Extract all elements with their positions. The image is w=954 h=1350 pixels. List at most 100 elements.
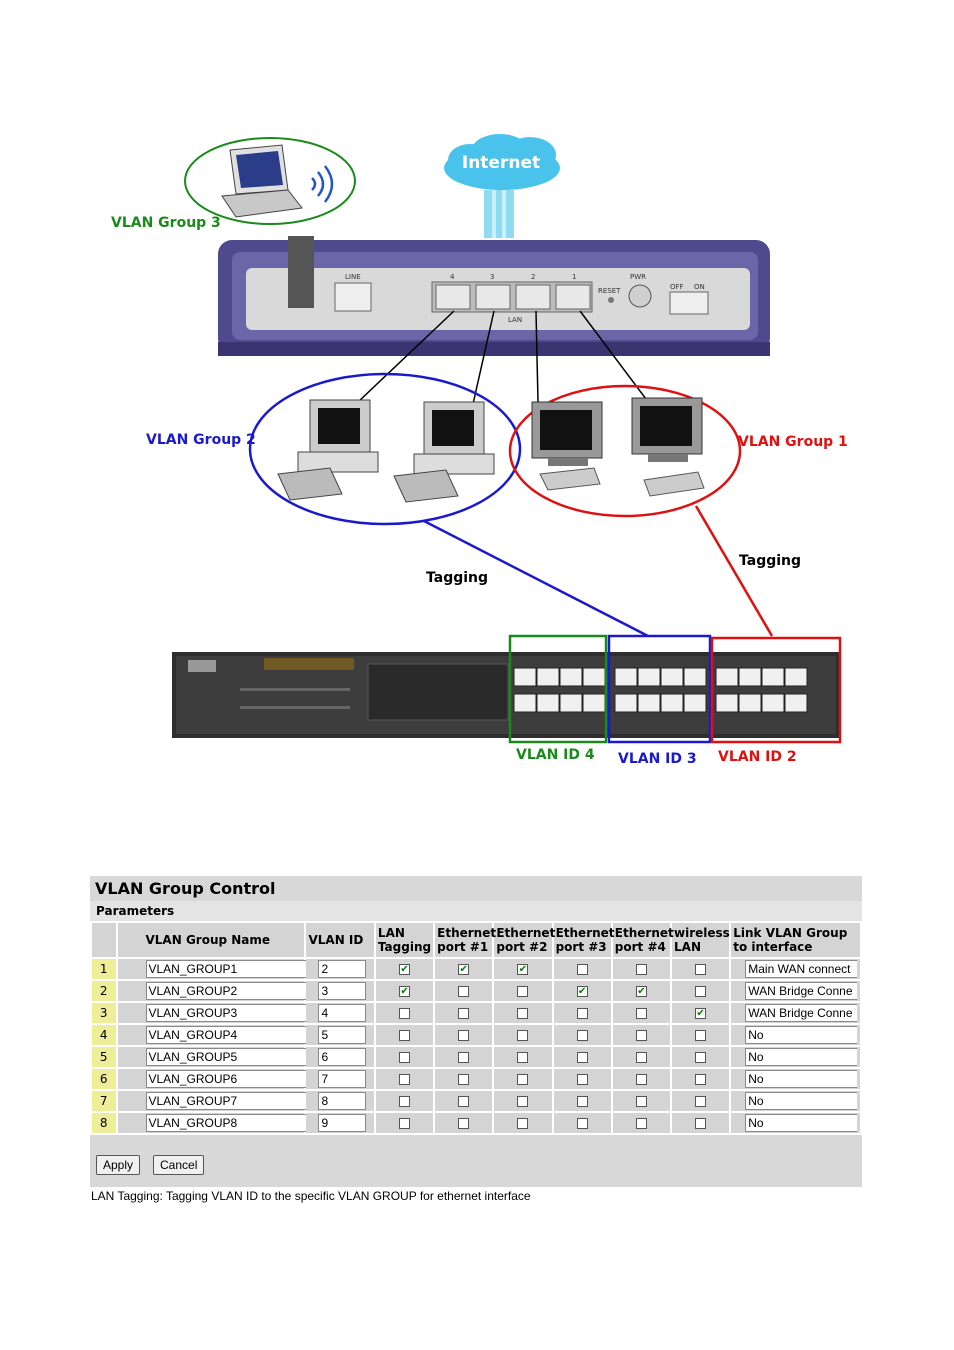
checkbox-cell: ✔ [672,1003,730,1023]
link-interface-select[interactable]: No [745,1092,858,1110]
eth1-checkbox[interactable] [458,1095,470,1107]
wireless-lan-checkbox[interactable] [695,1029,707,1041]
link-interface-cell: Main WAN connect [731,959,860,979]
pc-icon-2 [393,401,495,503]
lan-tagging-checkbox[interactable] [399,1095,411,1107]
eth1-checkbox[interactable] [458,1117,470,1129]
checkbox-cell [553,959,611,979]
antenna [288,236,314,308]
lan-tagging-checkbox[interactable] [399,1073,411,1085]
eth3-checkbox[interactable] [576,963,588,975]
apply-button[interactable]: Apply [96,1155,141,1175]
lan-tagging-checkbox[interactable] [399,1007,411,1019]
checkbox-cell [435,1113,493,1133]
link-interface-select[interactable]: No [745,1114,858,1132]
eth4-checkbox[interactable] [635,1073,647,1085]
wireless-lan-checkbox[interactable]: ✔ [695,1007,707,1019]
checkbox-cell [494,1047,552,1067]
wireless-lan-checkbox[interactable] [695,1117,707,1129]
eth2-checkbox[interactable] [517,1117,529,1129]
eth2-checkbox[interactable] [517,1029,529,1041]
eth2-checkbox[interactable] [517,1095,529,1107]
eth1-checkbox[interactable] [458,1029,470,1041]
wireless-lan-checkbox[interactable] [695,1051,707,1063]
vlan-id-input[interactable]: 7 [318,1070,367,1088]
vlan-group-control-panel: VLAN Group Control Parameters VLAN Group… [90,876,862,1203]
row-index: 3 [92,1003,116,1023]
link-interface-select[interactable]: WAN Bridge Conne [745,982,858,1000]
link-interface-select[interactable]: No [745,1070,858,1088]
eth2-checkbox[interactable] [517,1051,529,1063]
group-name-input[interactable]: VLAN_GROUP5 [145,1048,313,1066]
vlan-id4-label: VLAN ID 4 [516,747,595,763]
ethernet-switch [172,652,840,738]
eth1-checkbox[interactable] [458,1051,470,1063]
eth2-checkbox[interactable] [517,1007,529,1019]
cancel-button[interactable]: Cancel [153,1155,205,1175]
vlan-id-input[interactable]: 2 [318,960,367,978]
group-name-input[interactable]: VLAN_GROUP3 [145,1004,313,1022]
tagging-line-blue [423,519,649,638]
eth2-checkbox[interactable] [517,985,529,997]
vlan-id-input[interactable]: 6 [318,1048,367,1066]
eth3-checkbox[interactable] [576,1007,588,1019]
eth3-checkbox[interactable] [576,1051,588,1063]
group-name-input[interactable]: VLAN_GROUP8 [145,1114,313,1132]
wireless-lan-checkbox[interactable] [695,985,707,997]
tagging-label-right: Tagging [739,553,801,569]
link-interface-select[interactable]: No [745,1048,858,1066]
eth1-checkbox[interactable] [458,1007,470,1019]
eth3-checkbox[interactable] [576,1095,588,1107]
eth4-checkbox[interactable] [635,963,647,975]
group-name-cell: VLAN_GROUP5 [117,1047,313,1067]
eth3-checkbox[interactable] [576,1029,588,1041]
row-index: 4 [92,1025,116,1045]
vlan-id-input[interactable]: 5 [318,1026,367,1044]
link-interface-cell: No [731,1069,860,1089]
lan-tagging-checkbox[interactable]: ✔ [399,963,411,975]
group-name-input[interactable]: VLAN_GROUP7 [145,1092,313,1110]
vlan-id-input[interactable]: 4 [318,1004,367,1022]
link-interface-select[interactable]: No [745,1026,858,1044]
group-name-input[interactable]: VLAN_GROUP1 [145,960,313,978]
link-interface-select[interactable]: WAN Bridge Conne [745,1004,858,1022]
group-name-cell: VLAN_GROUP6 [117,1069,313,1089]
group-name-input[interactable]: VLAN_GROUP4 [145,1026,313,1044]
group-name-input[interactable]: VLAN_GROUP2 [145,982,313,1000]
eth3-checkbox[interactable]: ✔ [576,985,588,997]
eth4-checkbox[interactable] [635,1007,647,1019]
lan-tagging-checkbox[interactable] [399,1029,411,1041]
port3-label: 3 [490,273,494,281]
eth4-checkbox[interactable] [635,1051,647,1063]
lan-tagging-checkbox[interactable] [399,1117,411,1129]
vlan-id-input[interactable]: 8 [318,1092,367,1110]
eth1-checkbox[interactable]: ✔ [458,963,470,975]
vlan-id-input[interactable]: 3 [318,982,367,1000]
eth3-checkbox[interactable] [576,1073,588,1085]
wireless-lan-checkbox[interactable] [695,1095,707,1107]
off-label: OFF [670,283,684,291]
wireless-lan-checkbox[interactable] [695,1073,707,1085]
header-eth1: Ethernet port #1 [435,923,496,957]
lan-tagging-checkbox[interactable] [399,1051,411,1063]
group-name-input[interactable]: VLAN_GROUP6 [145,1070,313,1088]
link-interface-select[interactable]: Main WAN connect [745,960,858,978]
eth4-checkbox[interactable]: ✔ [635,985,647,997]
vlan-id-input[interactable]: 9 [318,1114,367,1132]
link-interface-cell: No [731,1047,860,1067]
vlan-id-cell: 6 [306,1047,374,1067]
eth4-checkbox[interactable] [635,1029,647,1041]
eth2-checkbox[interactable] [517,1073,529,1085]
vlan-id-cell: 8 [306,1091,374,1111]
wireless-lan-checkbox[interactable] [695,963,707,975]
lan-tagging-checkbox[interactable]: ✔ [399,985,411,997]
reset-label: RESET [598,287,621,295]
eth1-checkbox[interactable] [458,1073,470,1085]
eth1-checkbox[interactable] [458,985,470,997]
eth3-checkbox[interactable] [576,1117,588,1129]
eth4-checkbox[interactable] [635,1095,647,1107]
eth4-checkbox[interactable] [635,1117,647,1129]
tagging-line-red [694,505,774,637]
eth2-checkbox[interactable]: ✔ [517,963,529,975]
